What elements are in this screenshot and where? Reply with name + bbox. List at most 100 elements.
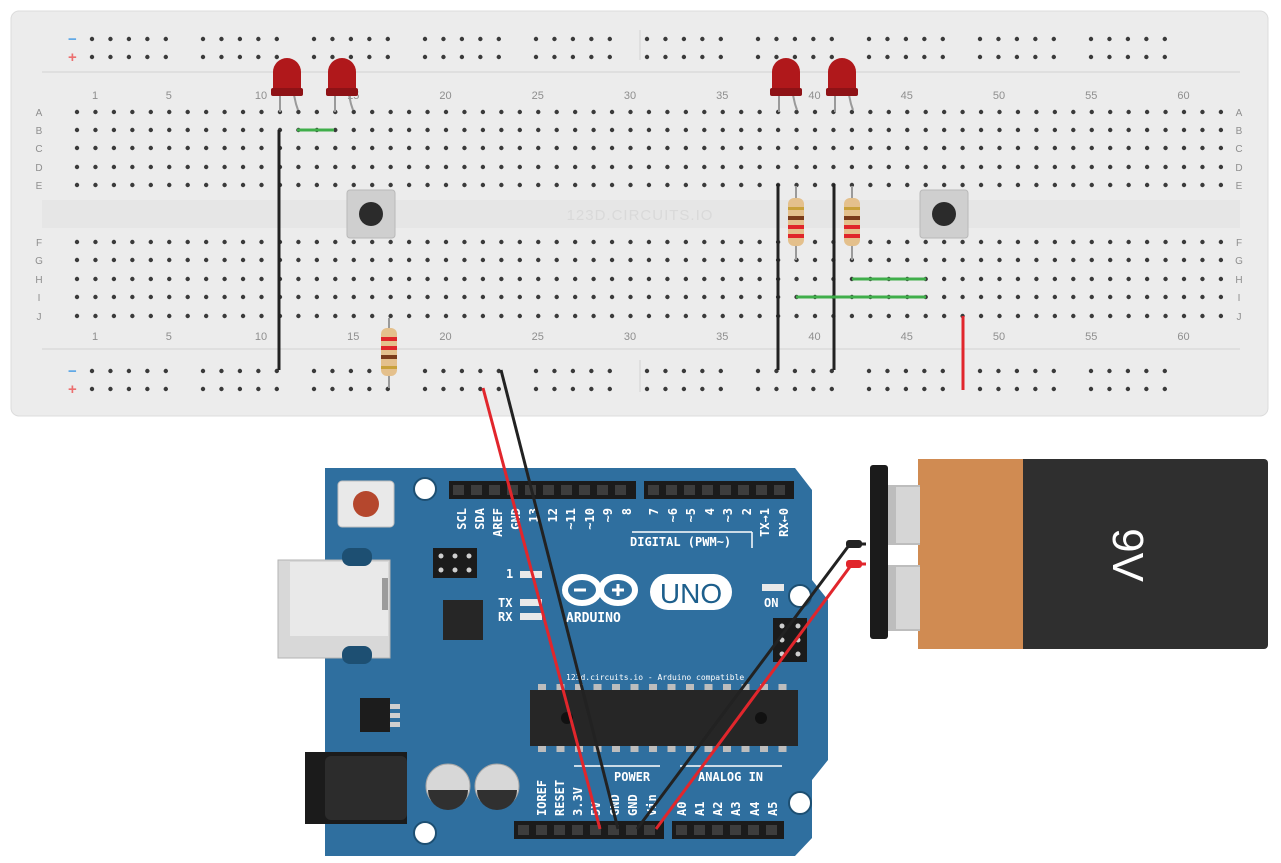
wire-5v-red[interactable] [481,387,602,830]
analog-label: ANALOG IN [698,770,763,784]
row-label: E [36,181,43,192]
row-label: H [1235,275,1242,286]
digital-pin-label: ~6 [666,508,680,522]
row-label: F [36,238,42,249]
power-pin-label: 3.3V [571,787,585,816]
column-number: 35 [716,331,728,343]
row-label: D [35,163,42,174]
column-number: 45 [901,90,913,102]
led-3[interactable] [770,58,802,112]
digital-pin-label: 2 [740,508,754,515]
digital-pin-label: ~10 [583,508,597,530]
column-number: 5 [166,331,172,343]
wire-gnd-black[interactable] [499,369,620,830]
row-label: D [1235,163,1242,174]
column-number: 55 [1085,90,1097,102]
battery-9v[interactable]: 9V [870,459,1268,649]
analog-pin-label: A3 [729,802,743,816]
power-pin-label: Vin [645,794,659,816]
resistor-mid-2[interactable] [844,186,860,260]
column-number: 30 [624,90,636,102]
column-number: 25 [532,90,544,102]
column-number: 15 [347,331,359,343]
arduino-logo [562,574,638,606]
battery-label: 9V [1103,528,1152,582]
compat-text: 123d.circuits.io - Arduino compatible [566,673,744,682]
led-l-label: 1 [506,567,513,581]
led-2[interactable] [326,58,358,112]
column-number: 20 [439,331,451,343]
digital-pin-label: 12 [546,508,560,522]
led-tx [520,599,542,606]
row-label: A [36,108,43,119]
column-number: 35 [716,90,728,102]
resistor-bottom[interactable] [381,318,397,388]
row-label: B [1236,126,1243,137]
power-analog-header-sockets [518,825,777,835]
column-number: 40 [808,331,820,343]
breadboard[interactable]: 123D.CIRCUITS.IO − + − + 151015202530354… [10,10,1269,417]
column-number: 60 [1177,331,1189,343]
uno-badge [650,574,732,610]
voltage-regulator [360,698,400,732]
row-label: G [35,256,43,267]
column-number: 1 [92,90,98,102]
pushbutton-left[interactable] [346,189,396,239]
pushbutton-right[interactable] [919,189,969,239]
rail-plus-top: + [68,49,77,66]
row-label: B [36,126,43,137]
digital-pin-label: AREF [491,508,505,537]
column-number: 50 [993,90,1005,102]
row-label: A [1236,108,1243,119]
usb-port [277,548,391,664]
led-4[interactable] [826,58,858,112]
reset-button[interactable] [337,480,395,528]
column-number: 30 [624,331,636,343]
led-on [762,584,784,591]
capacitor-2 [474,763,520,810]
row-label: F [1236,238,1242,249]
digital-pin-label: RX←0 [777,508,791,537]
analog-pin-label: A0 [675,802,689,816]
resistor-mid-1[interactable] [788,186,804,260]
row-label: J [37,312,42,323]
uno-text: UNO [660,578,722,609]
tx-label: TX [498,596,513,610]
power-pin-label: IOREF [535,780,549,816]
power-pin-label: RESET [553,780,567,816]
analog-pin-label: A4 [748,802,762,816]
column-number: 50 [993,331,1005,343]
digital-pin-label: 7 [647,508,661,515]
led-1[interactable] [271,58,303,112]
row-label: G [1235,256,1243,267]
digital-pin-label: SDA [473,507,487,529]
row-label: C [1235,144,1242,155]
rail-plus-bottom: + [68,381,77,398]
digital-pin-label: 8 [620,508,634,515]
analog-pin-label: A1 [693,802,707,816]
rail-minus-top: − [68,31,77,48]
column-number: 25 [532,331,544,343]
row-label: E [1236,181,1243,192]
analog-pin-label: A2 [711,802,725,816]
digital-header-sockets [453,485,785,495]
digital-pin-label: TX→1 [758,508,772,537]
column-number: 5 [166,90,172,102]
digital-pin-label: ~3 [721,508,735,522]
column-number: 10 [255,331,267,343]
arduino-logo-text: ARDUINO [566,611,621,626]
row-label: J [1237,312,1242,323]
column-number: 10 [255,90,267,102]
power-label: POWER [614,770,651,784]
row-label: I [38,293,41,304]
column-number: 60 [1177,90,1189,102]
analog-pin-label: A5 [766,802,780,816]
led-rx [520,613,542,620]
digital-pin-label: SCL [455,508,469,530]
